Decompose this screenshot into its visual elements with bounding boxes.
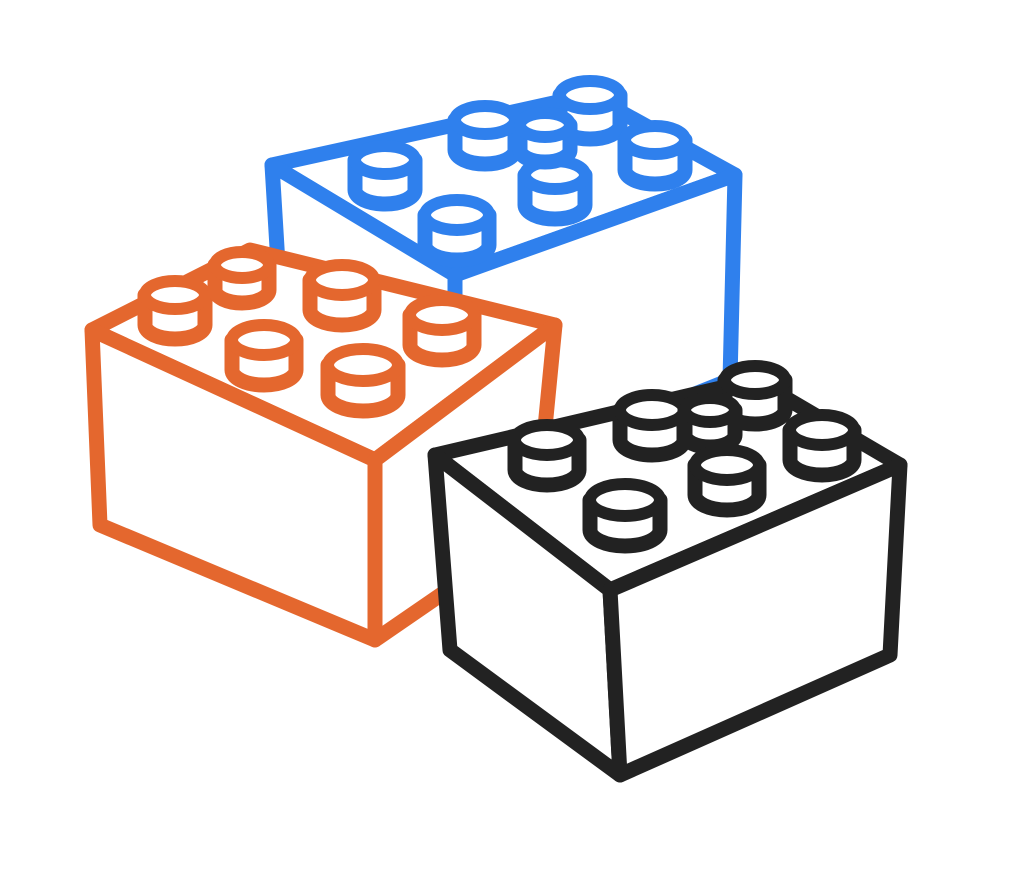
black-brick-studs — [507, 360, 862, 554]
blue-brick-studs — [347, 75, 693, 268]
black-brick-right-face — [602, 457, 908, 783]
orange-brick-studs — [137, 246, 482, 419]
black-brick — [427, 360, 908, 783]
orange-brick — [84, 242, 563, 648]
